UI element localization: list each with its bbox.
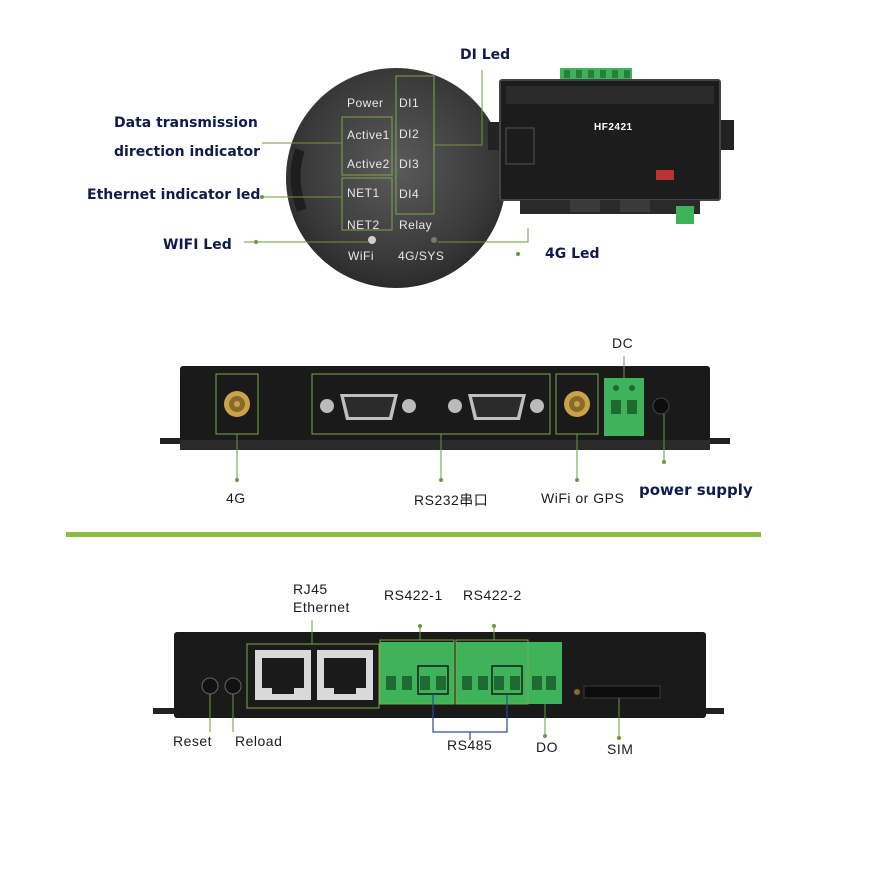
dc-label: DC (612, 335, 634, 351)
zoom-label-di2: DI2 (399, 127, 420, 141)
active-box (341, 116, 393, 176)
di-callout-line (434, 70, 483, 146)
ethernet-led-label: Ethernet indicator led (87, 187, 261, 203)
reset-label: Reset (173, 733, 213, 749)
power-supply-label: power supply (639, 481, 753, 499)
do-label: DO (536, 739, 558, 755)
sys-callout-line (438, 228, 529, 243)
zoom-label-active1: Active1 (347, 128, 390, 142)
bottom-section-graphics (153, 620, 724, 740)
rj45-label-line1: RJ45 (293, 581, 328, 597)
section-divider (66, 532, 761, 537)
zoom-label-net1: NET1 (347, 186, 380, 200)
rs422-1-label: RS422-1 (384, 587, 443, 603)
middle-section-graphics (160, 356, 730, 482)
rs485-label: RS485 (447, 737, 493, 753)
zoom-label-wifi: WiFi (348, 249, 374, 263)
zoom-label-4g-sys: 4G/SYS (398, 249, 445, 263)
device-top-view (488, 68, 734, 224)
rs232-label: RS232串口 (414, 492, 489, 508)
rs422-2-label: RS422-2 (463, 587, 522, 603)
sys-led-dot (431, 237, 437, 243)
data-transmission-label-line2: direction indicator (114, 144, 261, 160)
sim-label: SIM (607, 741, 634, 757)
zoom-label-net2: NET2 (347, 218, 380, 232)
wifi-led-label: WIFI Led (163, 237, 232, 253)
rj45-label-line2: Ethernet (293, 599, 350, 615)
zoom-label-relay: Relay (399, 218, 433, 232)
net-box (341, 177, 393, 231)
zoom-label-di3: DI3 (399, 157, 420, 171)
zoom-label-power: Power (347, 96, 384, 110)
data-transmission-label-line1: Data transmission (114, 115, 258, 131)
top-section-graphics (244, 68, 734, 288)
zoom-label-active2: Active2 (347, 157, 390, 171)
zoom-label-di1: DI1 (399, 96, 420, 110)
wifi-led-dot (368, 236, 376, 244)
wifi-gps-label: WiFi or GPS (541, 490, 625, 506)
4g-led-label: 4G Led (545, 246, 600, 262)
di-led-label: DI Led (460, 47, 511, 63)
4g-antenna-label: 4G (226, 490, 246, 506)
reload-label: Reload (235, 733, 283, 749)
zoom-label-di4: DI4 (399, 187, 420, 201)
device-model-label: HF2421 (594, 122, 633, 133)
